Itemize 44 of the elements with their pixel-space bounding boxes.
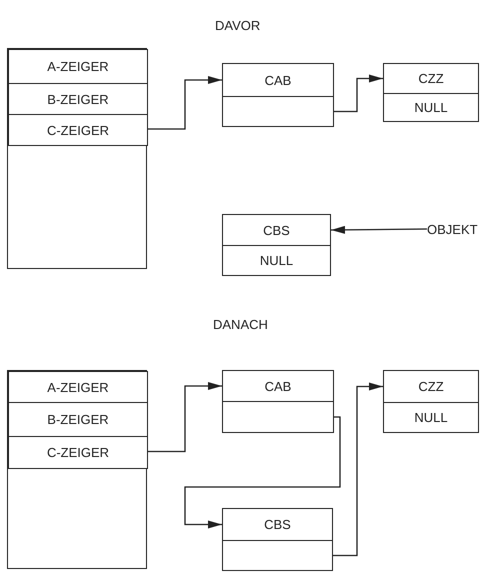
cell-text: B-ZEIGER (47, 92, 109, 106)
cell-text: C-ZEIGER (46, 445, 110, 460)
record-cell (8, 83, 148, 115)
record-cell (383, 93, 479, 122)
arrow (334, 74, 383, 112)
record-cell (8, 114, 148, 146)
record-cell (222, 508, 333, 541)
record-cell (383, 402, 479, 433)
cell-text: NULL (260, 253, 294, 268)
arrow (333, 382, 383, 556)
section-heading: DAVOR (215, 18, 260, 33)
empty-cell (222, 96, 334, 127)
record-cell (222, 63, 334, 97)
record-cell (222, 214, 331, 246)
arrow (147, 382, 222, 452)
arrow (147, 76, 222, 130)
record-cell (222, 370, 334, 402)
record-cell (383, 63, 479, 94)
cell-text: A-ZEIGER (47, 59, 109, 74)
cell-text: CZZ (418, 71, 444, 86)
record-cell (8, 436, 148, 469)
cell-text: CZZ (418, 379, 444, 394)
empty-cell (222, 540, 333, 571)
cell-text: B-ZEIGER (47, 412, 109, 427)
section-heading: DANACH (213, 317, 268, 332)
record-cell (8, 402, 148, 437)
cell-text: NULL (414, 100, 448, 115)
record-cell (383, 370, 479, 403)
record-cell (222, 245, 331, 276)
cell-text: CBS (264, 517, 291, 532)
cell-text: C-ZEIGER (46, 122, 110, 138)
cell-text: OBJEKT (427, 222, 478, 236)
pointer-table (7, 370, 147, 569)
record-cell (8, 49, 148, 84)
arrow (331, 226, 427, 234)
pointer-table (7, 48, 147, 269)
cell-text: NULL (414, 410, 448, 425)
arrow (184, 416, 341, 528)
cell-text: A-ZEIGER (47, 380, 109, 394)
record-cell (8, 371, 148, 403)
cell-text: CAB (264, 72, 292, 88)
empty-cell (222, 401, 334, 433)
cell-text: CAB (264, 378, 292, 394)
cell-text: CBS (263, 222, 290, 238)
